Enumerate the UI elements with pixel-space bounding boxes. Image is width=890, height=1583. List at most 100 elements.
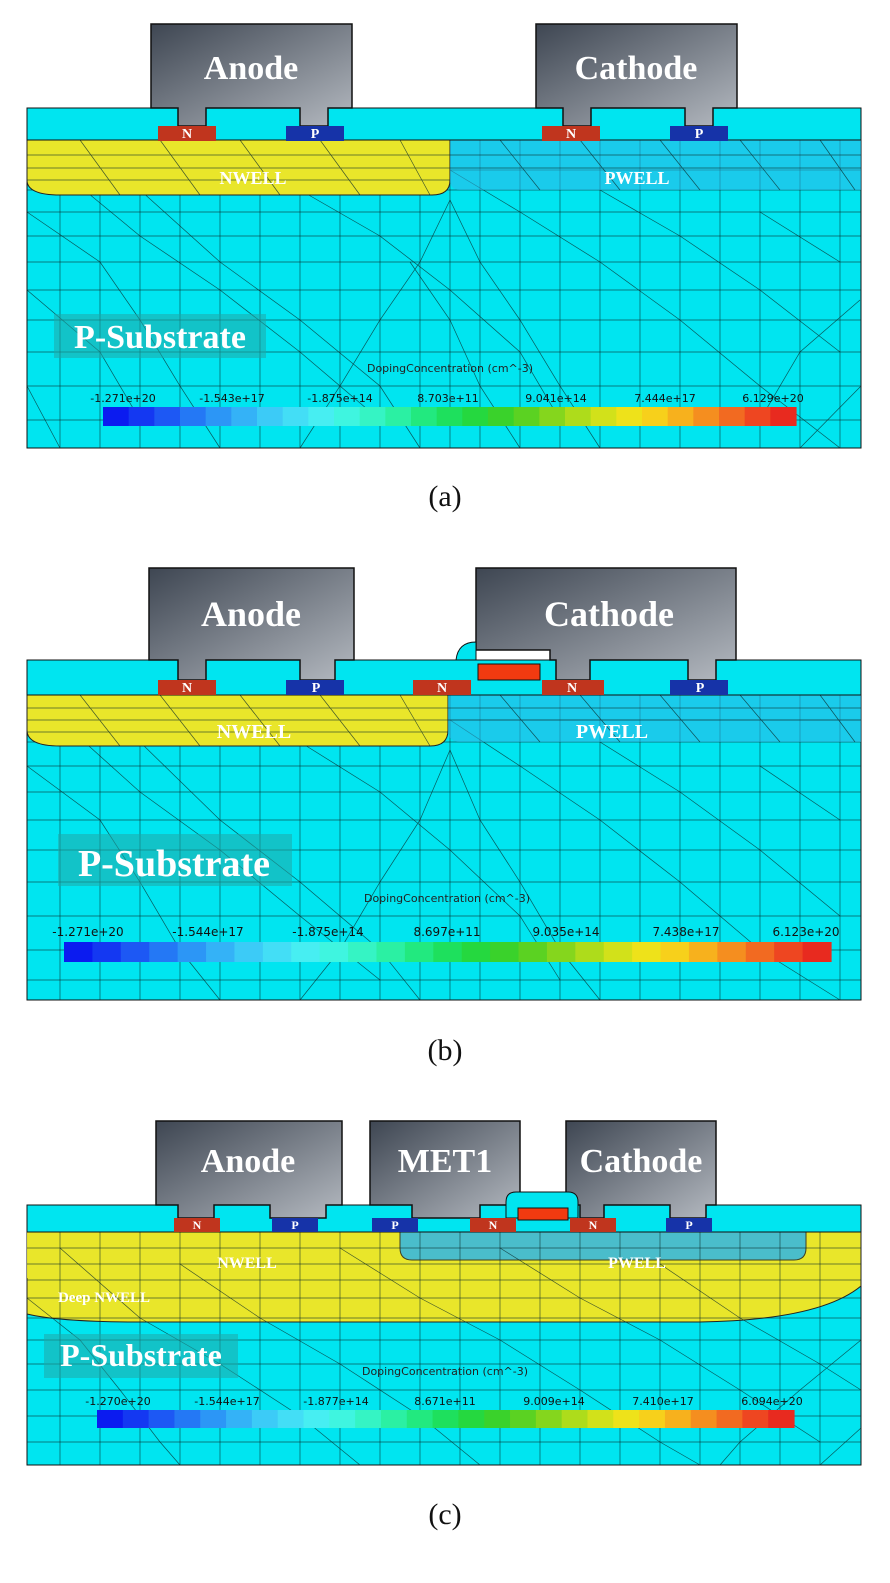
pwell-label: PWELL [576,721,648,743]
anode-label: Anode [204,50,298,87]
substrate-label: P-Substrate [60,1337,222,1373]
colorbar-tick: 9.009e+14 [523,1395,584,1408]
colorbar-swatch [535,1410,563,1428]
colorbar-swatch [97,1410,124,1428]
n-diffusion-cathode [542,126,600,141]
colorbar-swatch [432,1410,459,1428]
diffusion-label: P [695,127,704,142]
colorbar-ticks: -1.270e+20 -1.544e+17 -1.877e+14 8.671e+… [85,1395,802,1408]
colorbar-swatch [406,1410,434,1428]
colorbar-swatch [745,942,775,962]
colorbar [97,1410,795,1428]
colorbar-swatch [513,407,540,426]
colorbar [64,942,832,962]
anode-electrode [155,1120,343,1219]
diffusion-label: N [182,127,192,142]
diffusion-label: N [489,1218,498,1232]
cathode-spacer [455,641,477,661]
anode-label: Anode [201,594,301,634]
colorbar-swatch [319,942,349,962]
colorbar-swatch [719,407,746,426]
colorbar-tick: 8.697e+11 [413,925,480,939]
colorbar-swatch [774,942,804,962]
colorbar-swatch [660,942,690,962]
colorbar-tick: -1.271e+20 [52,925,123,939]
anode-electrode [148,567,355,681]
colorbar-swatch [355,1410,382,1428]
well-mesh [27,694,861,747]
p-diffusion-met1 [372,1218,418,1232]
colorbar-swatch [226,1410,253,1428]
colorbar-swatch [262,942,292,962]
colorbar-tick: 6.129e+20 [742,392,803,405]
device-cross-section-b: Anode Cathode N P N N P NWELL PWELL P-Su… [26,567,862,1001]
colorbar-tick: -1.544e+17 [172,925,243,939]
substrate-label-bg [54,314,266,358]
colorbar-swatch [103,407,130,426]
pwell-label: PWELL [604,168,669,188]
p-diffusion-anode [286,680,344,695]
n-diffusion-met1 [470,1218,516,1232]
pwell-region [448,695,861,742]
colorbar-swatch [92,942,122,962]
colorbar-swatch [64,942,94,962]
n-diffusion-anode [158,680,216,695]
colorbar [103,407,797,426]
colorbar-swatch [149,942,179,962]
colorbar-tick: 7.444e+17 [634,392,695,405]
colorbar-swatch [251,1410,279,1428]
colorbar-swatch [154,407,181,426]
cathode-label: Cathode [580,1143,703,1180]
colorbar-swatch [639,1410,666,1428]
colorbar-swatch [590,407,617,426]
anode-label: Anode [201,1143,295,1180]
cathode-electrode [535,23,738,127]
p-diffusion-cathode [670,680,728,695]
cathode-label: Cathode [544,594,674,634]
poly-gate [477,663,541,681]
nwell-label: NWELL [217,1255,277,1272]
panel-a: Anode Cathode N P N P NWELL PWELL P-Subs… [0,0,890,530]
caption-a: (a) [428,480,462,513]
n-diffusion-cathode [570,1218,616,1232]
colorbar-swatch [177,942,207,962]
diffusion-label: N [437,681,447,696]
pwell-label: PWELL [608,1255,666,1272]
diffusion-label: N [566,127,576,142]
colorbar-tick: -1.544e+17 [194,1395,259,1408]
colorbar-title: DopingConcentration (cm^-3) [367,362,533,375]
diffusion-label: N [589,1218,598,1232]
colorbar-swatch [575,942,605,962]
colorbar-swatch [561,1410,589,1428]
n-diffusion-anode [158,126,216,141]
colorbar-swatch [802,942,832,962]
colorbar-swatch [277,1410,305,1428]
colorbar-title: DopingConcentration (cm^-3) [362,1365,528,1378]
colorbar-swatch [616,407,643,426]
nwell-label: NWELL [217,721,291,743]
colorbar-tick: 7.410e+17 [632,1395,693,1408]
colorbar-swatch [742,1410,769,1428]
colorbar-swatch [329,1410,356,1428]
colorbar-swatch [664,1410,692,1428]
colorbar-tick: -1.270e+20 [85,1395,150,1408]
colorbar-swatch [613,1410,640,1428]
panel-b: Anode Cathode N P N N P NWELL PWELL P-Su… [0,550,890,1090]
colorbar-swatch [436,407,463,426]
colorbar-tick: -1.875e+14 [292,925,363,939]
colorbar-swatch [433,942,463,962]
colorbar-tick: 8.671e+11 [414,1395,475,1408]
met1-label: MET1 [398,1143,492,1180]
colorbar-tick: -1.543e+17 [199,392,264,405]
substrate-label: P-Substrate [78,843,270,885]
colorbar-tick: -1.877e+14 [303,1395,368,1408]
colorbar-tick: 7.438e+17 [652,925,719,939]
device-cross-section-c: Anode MET1 Cathode N P P N N P NWELL PWE… [26,1120,862,1466]
colorbar-swatch [458,1410,485,1428]
deep-nwell-label: Deep NWELL [58,1290,150,1306]
colorbar-swatch [484,1410,511,1428]
colorbar-swatch [717,942,747,962]
diffusion-label: N [567,681,577,696]
colorbar-swatch [334,407,361,426]
colorbar-swatch [488,407,515,426]
